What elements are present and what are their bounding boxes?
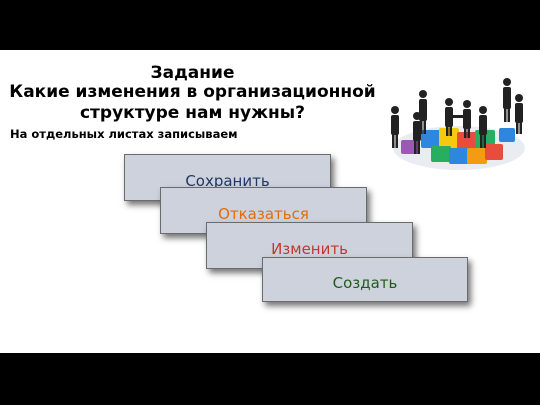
- option-label-abandon: Отказаться: [218, 204, 309, 223]
- slide-title-line-1: Задание: [150, 63, 235, 83]
- business-people-puzzle-icon: [391, 78, 525, 170]
- option-label-keep: Сохранить: [185, 171, 270, 190]
- slide-title-line-3: структуре нам нужны?: [79, 103, 306, 123]
- slide-subtitle: На отдельных листах записываем: [10, 127, 238, 141]
- slide-title-line-2: Какие изменения в организационной: [9, 82, 376, 102]
- option-box-create: Создать: [262, 257, 468, 302]
- option-label-create: Создать: [332, 273, 398, 292]
- option-label-change: Изменить: [271, 239, 348, 258]
- slide: Задание Какие изменения в организационно…: [0, 50, 540, 353]
